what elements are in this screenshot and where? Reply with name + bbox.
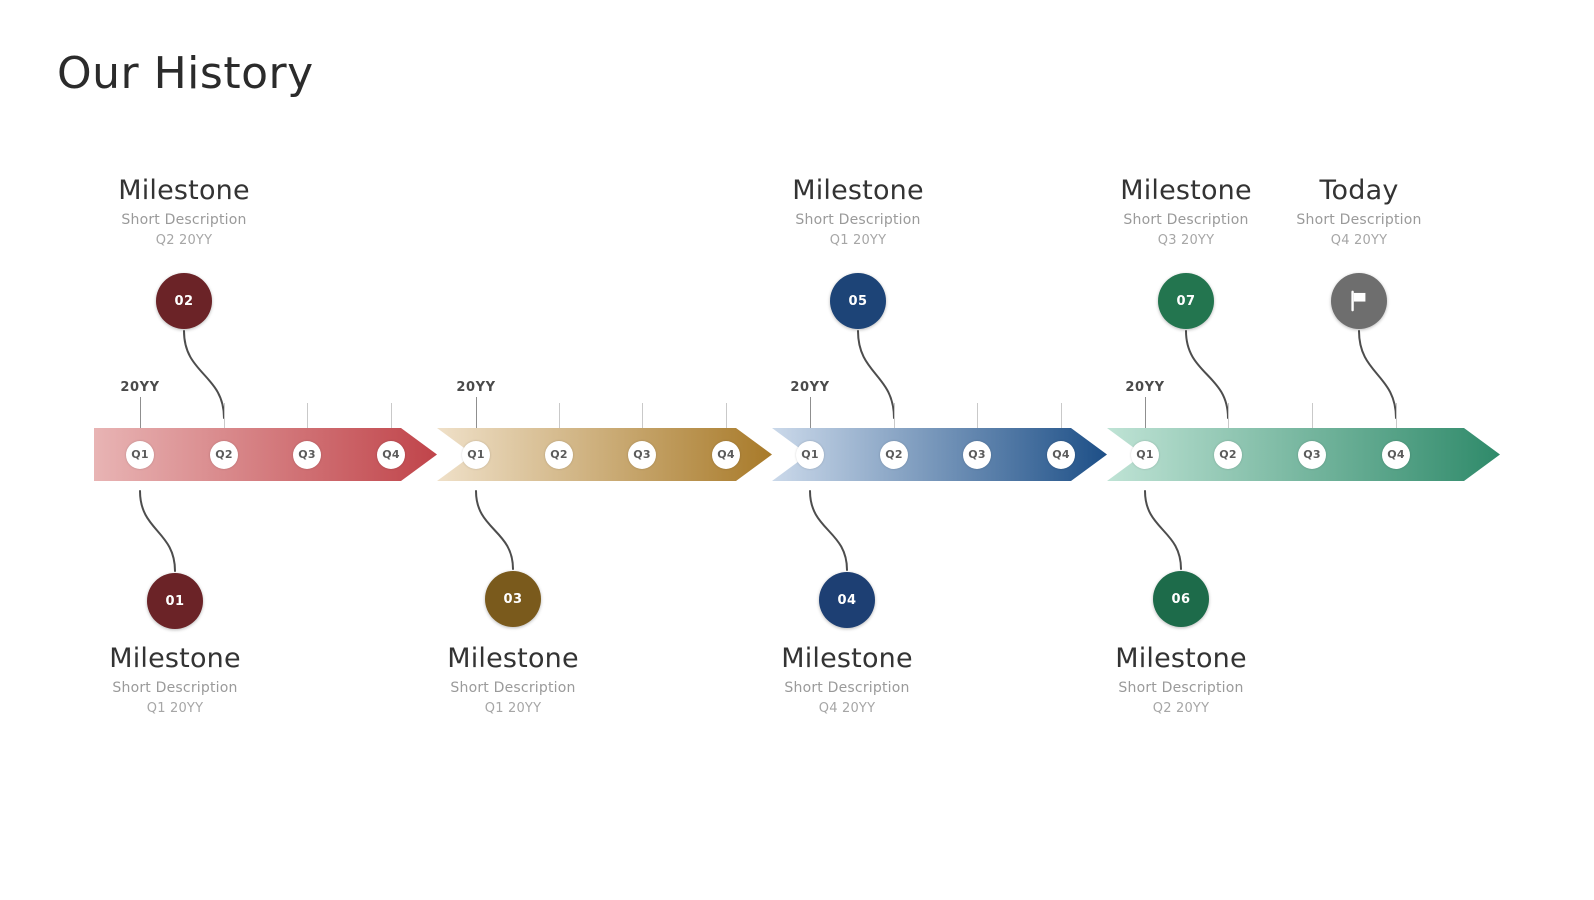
- milestone-description: Short Description: [1118, 680, 1244, 697]
- quarter-tick: [1228, 403, 1229, 428]
- milestone-description: Short Description: [784, 680, 910, 697]
- quarter-chip-q1-seg3[interactable]: Q1: [796, 440, 824, 469]
- quarter-tick: [307, 403, 308, 428]
- quarter-chip-q1-seg4[interactable]: Q1: [1131, 440, 1159, 469]
- milestone-description: Short Description: [1123, 212, 1249, 229]
- quarter-tick: [977, 403, 978, 428]
- flag-icon: [1351, 290, 1366, 312]
- quarter-chip-q2-seg2[interactable]: Q2: [545, 440, 573, 469]
- quarter-chip-q4-seg2[interactable]: Q4: [712, 440, 740, 469]
- connector-line-06: [1144, 490, 1182, 570]
- milestone-marker-03[interactable]: 03: [485, 571, 541, 627]
- milestone-description: Short Description: [121, 212, 247, 229]
- connector-line-04: [809, 490, 848, 571]
- quarter-chip-q3-seg2[interactable]: Q3: [628, 440, 656, 469]
- connector-line-07: [1185, 330, 1229, 419]
- milestone-date: Q3 20YY: [1157, 233, 1215, 249]
- timeline-segment-1: [94, 428, 437, 481]
- milestone-marker-04[interactable]: 04: [819, 572, 875, 628]
- milestone-title: Today: [1319, 175, 1399, 206]
- quarter-tick: [1396, 403, 1397, 428]
- milestone-date: Q2 20YY: [155, 233, 213, 249]
- milestone-title: Milestone: [1115, 643, 1247, 674]
- milestone-title: Milestone: [781, 643, 913, 674]
- year-label-1: 20YY: [120, 380, 160, 395]
- year-label-3: 20YY: [790, 380, 830, 395]
- milestone-description: Short Description: [795, 212, 921, 229]
- quarter-tick: [1312, 403, 1313, 428]
- quarter-tick: [224, 403, 225, 428]
- quarter-tick: [391, 403, 392, 428]
- quarter-chip-q1-seg1[interactable]: Q1: [126, 440, 154, 469]
- quarter-chip-q4-seg1[interactable]: Q4: [377, 440, 405, 469]
- quarter-chip-q2-seg4[interactable]: Q2: [1214, 440, 1242, 469]
- milestone-marker-05[interactable]: 05: [830, 273, 886, 329]
- quarter-tick: [140, 397, 141, 428]
- quarter-tick: [476, 397, 477, 428]
- connector-line-03: [475, 490, 514, 570]
- timeline-segment-3: [772, 428, 1107, 481]
- quarter-tick: [1145, 397, 1146, 428]
- milestone-number: 02: [174, 293, 194, 309]
- milestone-number: 05: [848, 293, 868, 309]
- quarter-chip-q1-seg2[interactable]: Q1: [462, 440, 490, 469]
- quarter-tick: [642, 403, 643, 428]
- quarter-chip-q3-seg4[interactable]: Q3: [1298, 440, 1326, 469]
- year-label-2: 20YY: [456, 380, 496, 395]
- milestone-title: Milestone: [118, 175, 250, 206]
- milestone-number: 07: [1176, 293, 1196, 309]
- milestone-marker-06[interactable]: 06: [1153, 571, 1209, 627]
- timeline-segment-2: [437, 428, 772, 481]
- milestone-date: Q2 20YY: [1152, 701, 1210, 717]
- quarter-chip-q3-seg3[interactable]: Q3: [963, 440, 991, 469]
- milestone-date: Q1 20YY: [146, 701, 204, 717]
- milestone-marker-07[interactable]: 07: [1158, 273, 1214, 329]
- milestone-marker-02[interactable]: 02: [156, 273, 212, 329]
- milestone-date: Q4 20YY: [818, 701, 876, 717]
- milestone-marker-today[interactable]: [1331, 273, 1387, 329]
- quarter-chip-q4-seg3[interactable]: Q4: [1047, 440, 1075, 469]
- milestone-title: Milestone: [447, 643, 579, 674]
- milestone-description: Short Description: [112, 680, 238, 697]
- connector-line-05: [857, 330, 895, 419]
- milestone-date: Q4 20YY: [1330, 233, 1388, 249]
- milestone-number: 04: [837, 592, 857, 608]
- quarter-tick: [810, 397, 811, 428]
- quarter-tick: [559, 403, 560, 428]
- quarter-tick: [726, 403, 727, 428]
- quarter-chip-q4-seg4[interactable]: Q4: [1382, 440, 1410, 469]
- milestone-number: 06: [1171, 591, 1191, 607]
- quarter-chip-q3-seg1[interactable]: Q3: [293, 440, 321, 469]
- milestone-description: Short Description: [1296, 212, 1422, 229]
- milestone-number: 03: [503, 591, 523, 607]
- connector-line-02: [183, 330, 225, 419]
- milestone-number: 01: [165, 593, 185, 609]
- year-label-4: 20YY: [1125, 380, 1165, 395]
- quarter-tick: [894, 403, 895, 428]
- milestone-title: Milestone: [1120, 175, 1252, 206]
- milestone-title: Milestone: [792, 175, 924, 206]
- milestone-title: Milestone: [109, 643, 241, 674]
- quarter-chip-q2-seg3[interactable]: Q2: [880, 440, 908, 469]
- milestone-marker-01[interactable]: 01: [147, 573, 203, 629]
- connector-line-01: [139, 490, 176, 572]
- quarter-tick: [1061, 403, 1062, 428]
- milestone-date: Q1 20YY: [484, 701, 542, 717]
- milestone-date: Q1 20YY: [829, 233, 887, 249]
- quarter-chip-q2-seg1[interactable]: Q2: [210, 440, 238, 469]
- milestone-description: Short Description: [450, 680, 576, 697]
- page-title: Our History: [57, 48, 314, 99]
- connector-line-today: [1358, 330, 1397, 419]
